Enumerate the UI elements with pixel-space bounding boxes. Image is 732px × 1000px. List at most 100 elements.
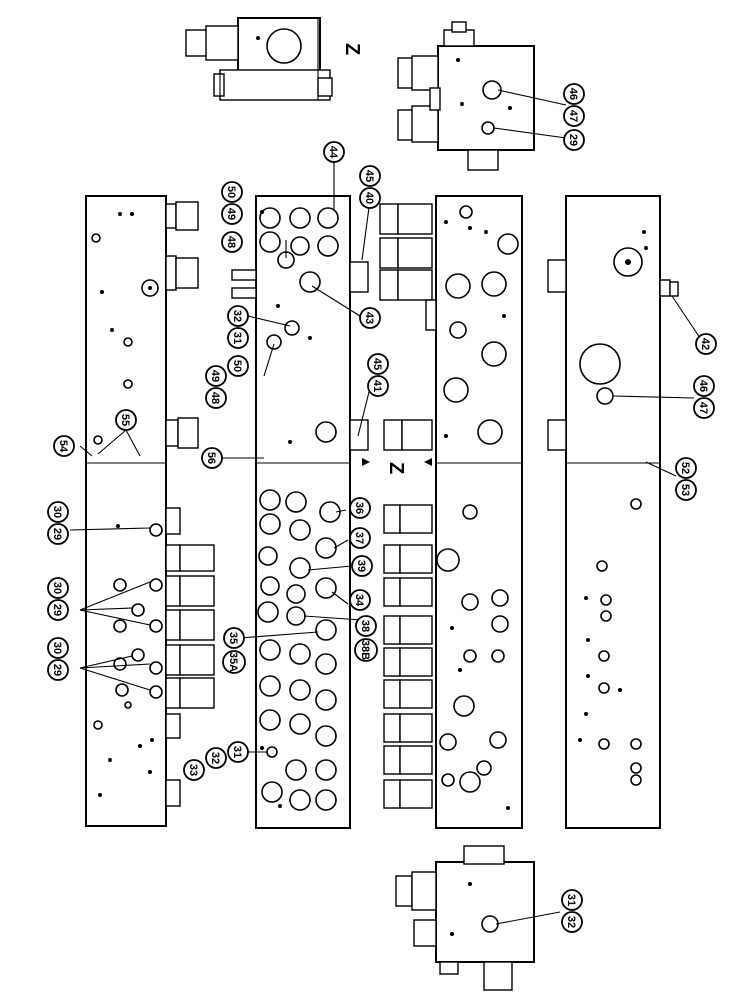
callout-31-bv: 31 xyxy=(561,889,583,911)
svg-text:32: 32 xyxy=(209,752,221,764)
svg-text:30: 30 xyxy=(51,642,63,654)
callout-32-mid: 32 xyxy=(227,305,249,327)
callout-31-bottom: 31 xyxy=(227,741,249,763)
svg-text:33: 33 xyxy=(187,764,199,776)
svg-text:37: 37 xyxy=(353,532,365,544)
callout-41: 41 xyxy=(367,375,389,397)
callout-45-mid: 45 xyxy=(367,353,389,375)
svg-text:30: 30 xyxy=(51,582,63,594)
callout-38: 38 xyxy=(355,615,377,637)
callout-40: 40 xyxy=(359,187,381,209)
svg-text:48: 48 xyxy=(225,236,237,248)
svg-text:49: 49 xyxy=(209,370,221,382)
callout-33: 33 xyxy=(183,759,205,781)
callout-49-top: 49 xyxy=(221,203,243,225)
callout-39: 39 xyxy=(351,555,373,577)
svg-text:47: 47 xyxy=(567,110,579,122)
callout-47-right: 47 xyxy=(693,397,715,419)
svg-text:39: 39 xyxy=(355,560,367,572)
svg-text:56: 56 xyxy=(205,452,217,464)
callout-54: 54 xyxy=(53,435,75,457)
callout-44: 44 xyxy=(323,141,345,163)
manifold-strip-c xyxy=(379,195,523,829)
callout-45-top: 45 xyxy=(359,165,381,187)
svg-text:53: 53 xyxy=(679,484,691,496)
callout-29-a: 29 xyxy=(47,523,69,545)
callout-38B: 38B xyxy=(354,638,378,662)
svg-text:32: 32 xyxy=(231,310,243,322)
svg-text:31: 31 xyxy=(565,894,577,906)
svg-text:29: 29 xyxy=(51,604,63,616)
svg-text:38B: 38B xyxy=(359,640,371,660)
svg-text:42: 42 xyxy=(699,338,711,350)
bottom-valve xyxy=(395,845,535,991)
svg-text:46: 46 xyxy=(697,380,709,392)
svg-text:54: 54 xyxy=(57,440,69,453)
callout-42: 42 xyxy=(695,333,717,355)
svg-text:43: 43 xyxy=(363,312,375,324)
svg-text:45: 45 xyxy=(371,358,383,370)
callout-32-bottom: 32 xyxy=(205,747,227,769)
manifold-strip-a xyxy=(85,195,215,827)
manifold-strip-d xyxy=(547,195,679,829)
callout-29-top: 29 xyxy=(563,129,585,151)
svg-text:44: 44 xyxy=(327,146,339,159)
svg-text:47: 47 xyxy=(697,402,709,414)
svg-text:46: 46 xyxy=(567,88,579,100)
callout-49-mid: 49 xyxy=(205,365,227,387)
top-right-valve xyxy=(397,21,535,171)
callout-30-a: 30 xyxy=(47,501,69,523)
callout-52: 52 xyxy=(675,457,697,479)
svg-text:34: 34 xyxy=(353,594,365,607)
callout-50-top: 50 xyxy=(221,181,243,203)
svg-text:29: 29 xyxy=(51,528,63,540)
callout-32-bv: 32 xyxy=(561,911,583,933)
leader-lines xyxy=(69,89,701,925)
callout-56: 56 xyxy=(201,447,223,469)
svg-text:36: 36 xyxy=(353,502,365,514)
svg-text:55: 55 xyxy=(119,414,131,426)
svg-text:49: 49 xyxy=(225,208,237,220)
svg-text:31: 31 xyxy=(231,746,243,758)
callout-46-right: 46 xyxy=(693,375,715,397)
svg-text:50: 50 xyxy=(225,186,237,198)
callout-43: 43 xyxy=(359,307,381,329)
svg-text:52: 52 xyxy=(679,462,691,474)
callout-50-mid: 50 xyxy=(227,355,249,377)
callout-47-top: 47 xyxy=(563,105,585,127)
callout-31-mid: 31 xyxy=(227,327,249,349)
manifold-strip-b xyxy=(231,195,369,829)
callout-48-mid: 48 xyxy=(205,387,227,409)
callout-34: 34 xyxy=(349,589,371,611)
callout-30-b: 30 xyxy=(47,577,69,599)
callouts: 44 50 49 48 45 40 43 32 31 50 49 48 45 4… xyxy=(47,83,717,933)
svg-text:48: 48 xyxy=(209,392,221,404)
svg-text:50: 50 xyxy=(231,360,243,372)
callout-30-c: 30 xyxy=(47,637,69,659)
callout-35A: 35A xyxy=(222,650,246,674)
callout-46-top: 46 xyxy=(563,83,585,105)
view-z-label: Z xyxy=(341,43,363,55)
svg-text:29: 29 xyxy=(51,664,63,676)
svg-text:40: 40 xyxy=(363,192,375,204)
callout-37: 37 xyxy=(349,527,371,549)
svg-text:31: 31 xyxy=(231,332,243,344)
svg-text:29: 29 xyxy=(567,134,579,146)
svg-text:35: 35 xyxy=(227,632,239,644)
svg-text:41: 41 xyxy=(371,380,383,392)
callout-35: 35 xyxy=(223,627,245,649)
callout-55: 55 xyxy=(115,409,137,431)
svg-text:38: 38 xyxy=(359,620,371,632)
svg-text:30: 30 xyxy=(51,506,63,518)
callout-29-c: 29 xyxy=(47,659,69,681)
callout-53: 53 xyxy=(675,479,697,501)
callout-36: 36 xyxy=(349,497,371,519)
callout-29-b: 29 xyxy=(47,599,69,621)
svg-text:45: 45 xyxy=(363,170,375,182)
callout-48-top: 48 xyxy=(221,231,243,253)
section-z-label: Z xyxy=(385,462,407,474)
section-z-marker: Z xyxy=(362,458,432,474)
svg-text:32: 32 xyxy=(565,916,577,928)
